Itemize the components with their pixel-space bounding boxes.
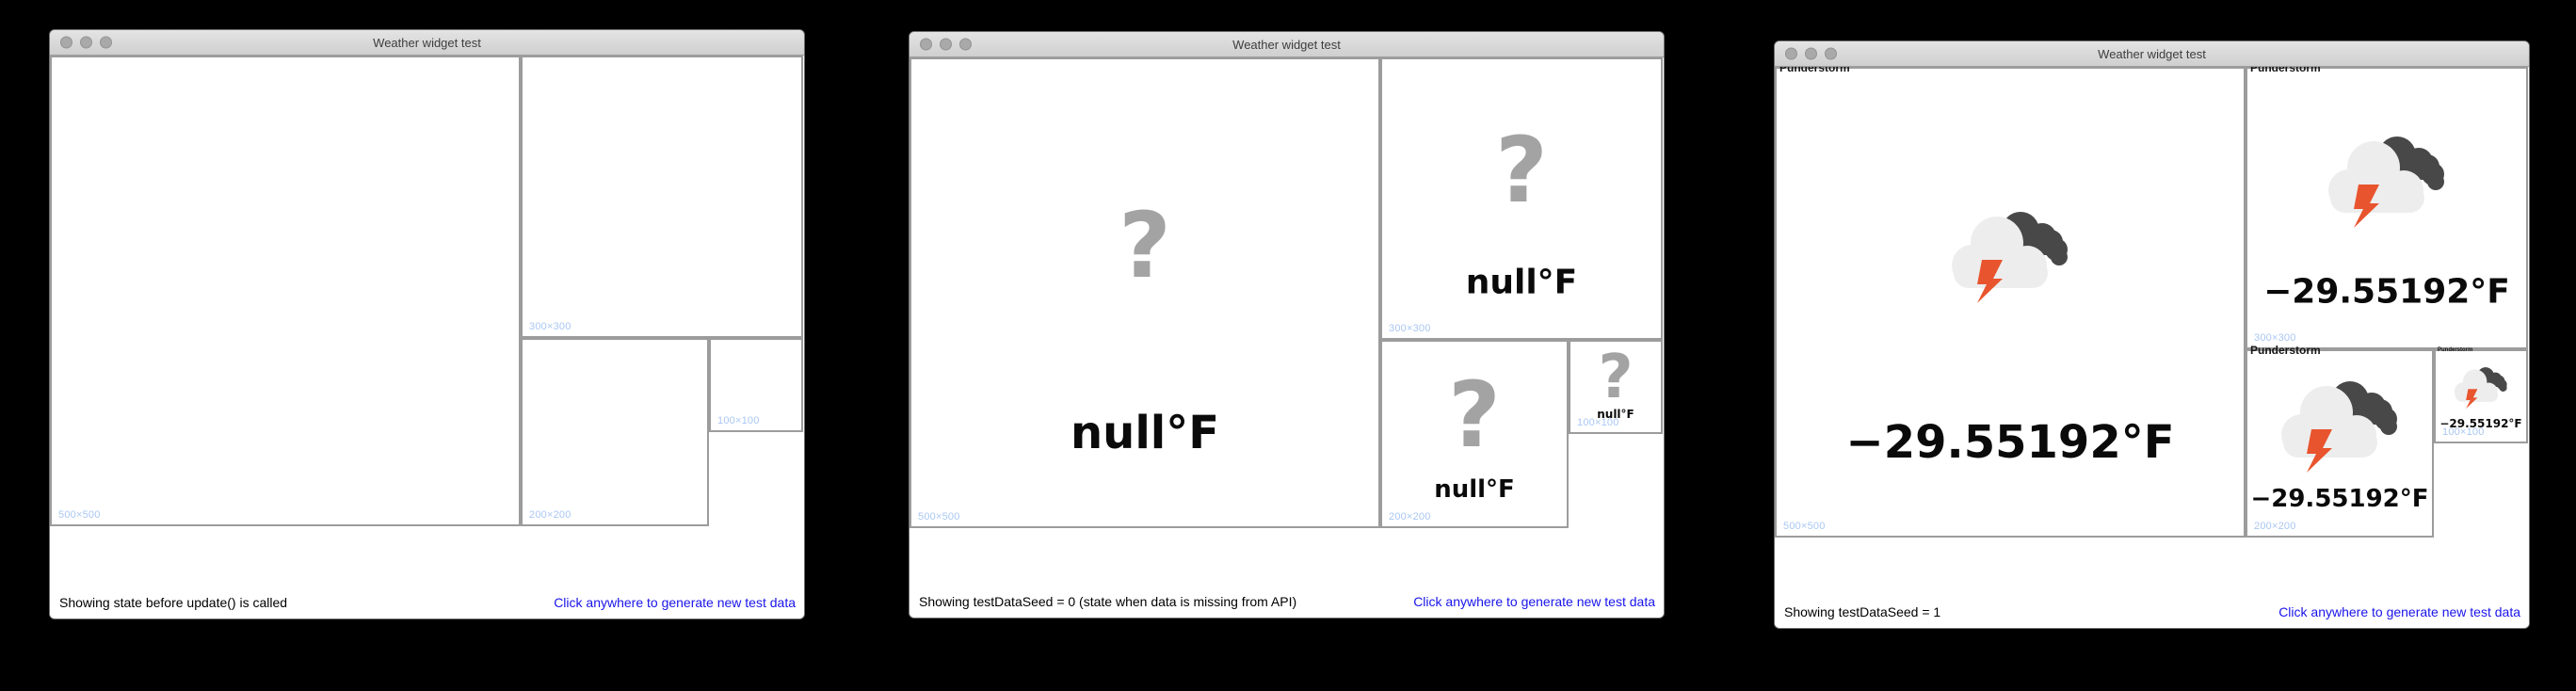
status-text: Showing state before update() is called (59, 595, 288, 610)
size-label: 300×300 (1389, 323, 1431, 334)
temperature-value: −29.55192°F (1845, 415, 2175, 469)
status-bar: Showing state before update() is called … (59, 595, 796, 610)
question-mark-icon: ? (1495, 118, 1548, 224)
close-button[interactable] (1785, 47, 1797, 60)
weather-widget-200[interactable]: Punderstorm −29.55192°F 200×200 (2246, 345, 2434, 538)
thunderstorm-icon (2325, 130, 2449, 230)
weather-widget-300[interactable]: 300×300 (521, 56, 803, 338)
status-text: Showing testDataSeed = 1 (1784, 604, 1941, 619)
size-label: 500×500 (1783, 521, 1826, 532)
widget-canvas[interactable]: ? null°F 500×500 ? null°F 300×300 ? null… (910, 57, 1664, 618)
size-label: 100×100 (1577, 417, 1619, 428)
traffic-lights (1785, 47, 1837, 60)
thunderstorm-icon (2278, 375, 2402, 474)
weather-widget-300[interactable]: ? null°F 300×300 (1380, 57, 1663, 340)
size-label: 200×200 (2254, 521, 2296, 532)
widget-canvas[interactable]: Punderstorm −29.55192°F 500×500 Punderst… (1775, 67, 2529, 628)
temperature-value: null°F (1070, 406, 1220, 459)
titlebar: Weather widget test (910, 32, 1664, 57)
size-label: 500×500 (58, 509, 101, 521)
question-mark-icon: ? (1448, 362, 1501, 469)
size-label: 100×100 (2442, 426, 2485, 438)
condition-label: Punderstorm (2250, 344, 2321, 357)
size-label: 100×100 (717, 415, 760, 426)
minimize-button[interactable] (80, 36, 92, 49)
weather-widget-300[interactable]: Punderstorm −29.55192°F 300×300 (2246, 67, 2528, 349)
traffic-lights (920, 38, 972, 51)
traffic-lights (60, 36, 112, 49)
thunderstorm-icon (1948, 205, 2072, 305)
temperature-value: −29.55192°F (2250, 484, 2429, 513)
status-text: Showing testDataSeed = 0 (state when dat… (919, 594, 1297, 609)
weather-widget-500[interactable]: ? null°F 500×500 (910, 57, 1380, 528)
size-label: 300×300 (529, 321, 572, 332)
window-title: Weather widget test (1232, 37, 1341, 52)
generate-test-data-link[interactable]: Click anywhere to generate new test data (1413, 594, 1655, 609)
generate-test-data-link[interactable]: Click anywhere to generate new test data (2278, 604, 2520, 619)
weather-test-window-2[interactable]: Weather widget test ? null°F 500×500 ? n… (909, 31, 1665, 619)
temperature-value: null°F (1434, 474, 1515, 504)
thunderstorm-icon (2453, 364, 2509, 410)
window-title: Weather widget test (373, 35, 481, 50)
generate-test-data-link[interactable]: Click anywhere to generate new test data (554, 595, 796, 610)
zoom-button[interactable] (959, 38, 972, 51)
weather-widget-200[interactable]: 200×200 (521, 338, 709, 526)
condition-label: Punderstorm (1779, 67, 1850, 74)
weather-widget-500[interactable]: 500×500 (50, 56, 521, 526)
weather-widget-200[interactable]: ? null°F 200×200 (1380, 340, 1569, 528)
close-button[interactable] (920, 38, 932, 51)
temperature-value: null°F (1597, 407, 1634, 421)
condition-label: Punderstorm (2438, 347, 2473, 353)
weather-widget-100[interactable]: 100×100 (709, 338, 803, 432)
weather-widget-100[interactable]: ? null°F 100×100 (1569, 340, 1663, 434)
close-button[interactable] (60, 36, 72, 49)
minimize-button[interactable] (1805, 47, 1817, 60)
size-label: 300×300 (2254, 332, 2296, 344)
titlebar: Weather widget test (50, 30, 804, 56)
zoom-button[interactable] (100, 36, 112, 49)
size-label: 200×200 (529, 509, 572, 521)
status-bar: Showing testDataSeed = 1 Click anywhere … (1784, 604, 2520, 619)
temperature-value: −29.55192°F (2263, 272, 2510, 312)
weather-widget-100[interactable]: Punderstorm −29.55192°F 100×100 (2434, 347, 2528, 443)
weather-widget-500[interactable]: Punderstorm −29.55192°F 500×500 (1775, 67, 2246, 538)
question-mark-icon: ? (1119, 193, 1171, 299)
temperature-value: null°F (1465, 263, 1578, 302)
weather-test-window-1[interactable]: Weather widget test 500×500 300×300 200×… (49, 29, 805, 619)
condition-label: Punderstorm (2250, 67, 2321, 74)
zoom-button[interactable] (1825, 47, 1837, 60)
size-label: 200×200 (1389, 511, 1431, 522)
titlebar: Weather widget test (1775, 41, 2529, 67)
window-title: Weather widget test (2098, 46, 2206, 61)
status-bar: Showing testDataSeed = 0 (state when dat… (919, 594, 1655, 609)
minimize-button[interactable] (940, 38, 952, 51)
widget-canvas[interactable]: 500×500 300×300 200×200 100×100 Showing … (50, 56, 804, 619)
weather-test-window-3[interactable]: Weather widget test Punderstorm −29.5519… (1774, 40, 2530, 629)
temperature-value: −29.55192°F (2439, 416, 2522, 430)
size-label: 500×500 (918, 511, 960, 522)
question-mark-icon: ? (1598, 343, 1634, 413)
